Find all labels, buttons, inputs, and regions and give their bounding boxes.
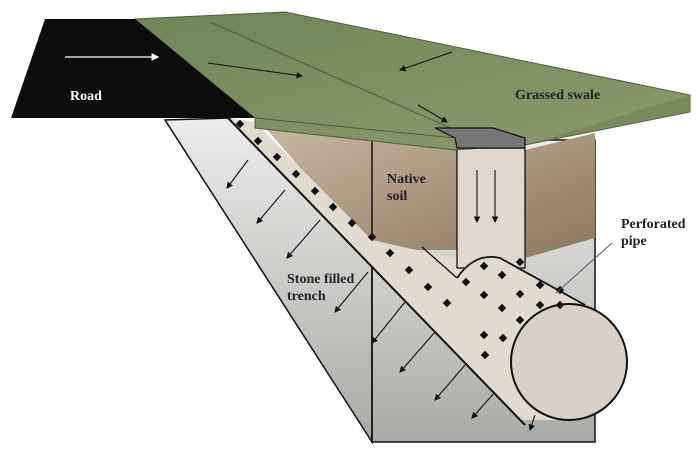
perforation-dot: [480, 350, 490, 360]
perforation-dot: [535, 300, 545, 310]
perforation-dot: [272, 152, 282, 162]
flow-arrow: [417, 104, 448, 123]
perforation-dot: [442, 298, 452, 308]
native-soil-label-2: soil: [387, 189, 407, 204]
perforation-dot: [498, 333, 508, 343]
perforation-dot: [291, 169, 301, 179]
inlet-shaft: [456, 147, 526, 269]
native-soil-label-1: Native: [387, 172, 426, 187]
perforation-dot: [347, 218, 357, 228]
flow-arrow: [207, 62, 304, 79]
stone-trench-label-1: Stone filled: [287, 272, 354, 287]
flow-arrows: [207, 51, 536, 432]
perforation-dot: [479, 330, 489, 340]
pipe-end: [510, 303, 628, 421]
perforation-dot: [535, 280, 545, 290]
perforated-pipe-label-1: Perforated: [621, 217, 686, 232]
perforation-dot: [555, 300, 565, 310]
perforation-dot: [328, 202, 338, 212]
flow-arrow: [528, 414, 536, 432]
flow-arrow: [398, 51, 453, 72]
perforation-dots: [235, 119, 565, 360]
road: [11, 19, 255, 118]
pipe-leader-line: [555, 242, 613, 294]
perforated-pipe-label-2: pipe: [621, 234, 647, 249]
perforation-dot: [310, 186, 320, 196]
perforation-dot: [479, 261, 489, 271]
grassed-swale-label: Grassed swale: [515, 88, 600, 103]
flow-arrow: [334, 271, 369, 313]
flow-arrow: [399, 331, 436, 373]
flow-arrow: [371, 301, 406, 344]
perforation-dot: [497, 303, 507, 313]
perforation-dot: [367, 232, 377, 242]
flow-arrow: [256, 189, 286, 224]
perforation-dot: [235, 119, 245, 129]
perforation-dot: [515, 289, 525, 299]
perforation-dot: [479, 290, 489, 300]
perforation-dot: [461, 277, 471, 287]
stone-trench-label-2: trench: [287, 289, 326, 304]
perforation-dot: [385, 248, 395, 258]
perforation-dot: [423, 282, 433, 292]
perforation-dot: [515, 257, 525, 267]
road-label: Road: [70, 89, 102, 104]
inlet-grate: [434, 127, 526, 149]
flow-arrow: [434, 364, 466, 401]
flow-arrow: [286, 219, 321, 259]
perforation-dot: [253, 136, 263, 146]
perforation-dot: [404, 265, 414, 275]
flow-arrow: [471, 391, 496, 419]
perforation-dot: [515, 315, 525, 325]
flow-arrow: [226, 159, 249, 189]
perforation-dot: [497, 270, 507, 280]
